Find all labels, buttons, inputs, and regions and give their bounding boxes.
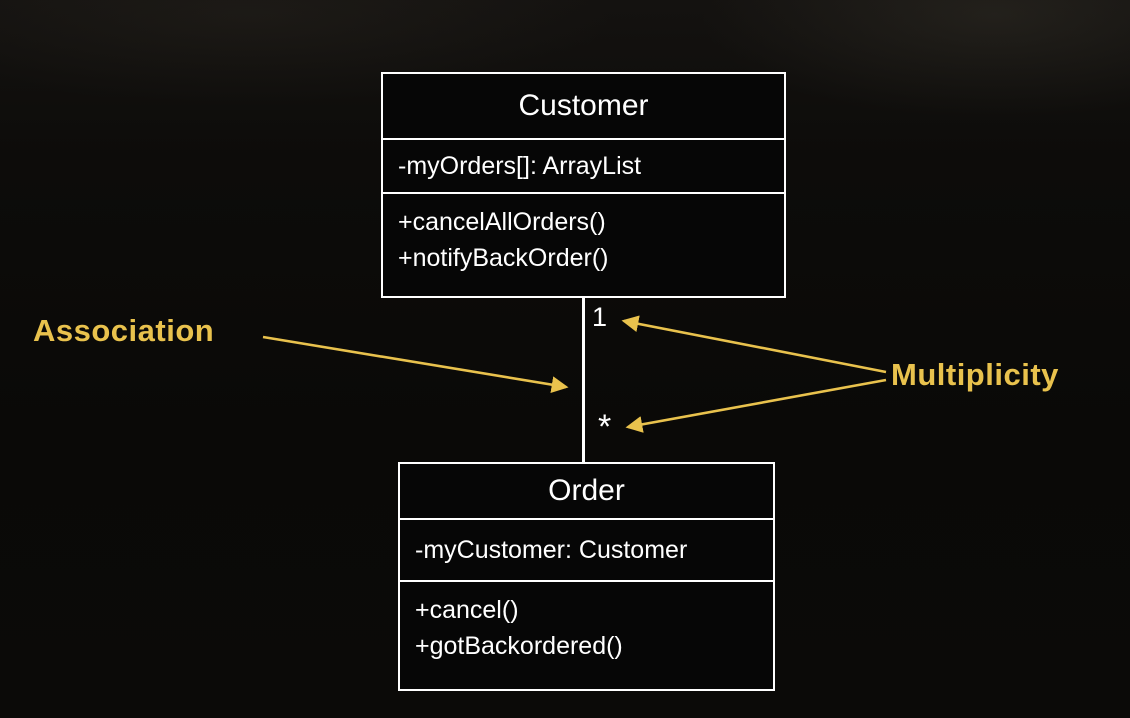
order-attributes-compartment: -myCustomer: Customer — [400, 520, 773, 582]
association-annotation-label: Association — [33, 313, 215, 348]
association-arrow — [262, 335, 569, 393]
customer-attributes-compartment: -myOrders[]: ArrayList — [383, 140, 784, 194]
multiplicity-arrow-bottom — [625, 378, 887, 433]
multiplicity-bottom-label: * — [598, 408, 612, 446]
customer-class-title: Customer — [383, 74, 784, 140]
order-method: +gotBackordered() — [415, 631, 623, 660]
customer-method: +cancelAllOrders() — [398, 208, 606, 236]
customer-attribute: -myOrders[]: ArrayList — [398, 151, 642, 180]
multiplicity-arrow-top — [621, 315, 887, 374]
order-attribute: -myCustomer: Customer — [415, 535, 688, 564]
multiplicity-annotation-label: Multiplicity — [891, 357, 1059, 392]
customer-class-box: Customer -myOrders[]: ArrayList +cancelA… — [381, 72, 786, 298]
customer-method: +notifyBackOrder() — [398, 243, 609, 272]
order-method: +cancel() — [415, 596, 519, 624]
order-class-title: Order — [400, 464, 773, 520]
association-line — [582, 298, 585, 462]
order-methods-compartment: +cancel() +gotBackordered() — [400, 582, 773, 689]
order-class-box: Order -myCustomer: Customer +cancel() +g… — [398, 462, 775, 691]
multiplicity-top-label: 1 — [592, 302, 608, 332]
customer-methods-compartment: +cancelAllOrders() +notifyBackOrder() — [383, 194, 784, 296]
